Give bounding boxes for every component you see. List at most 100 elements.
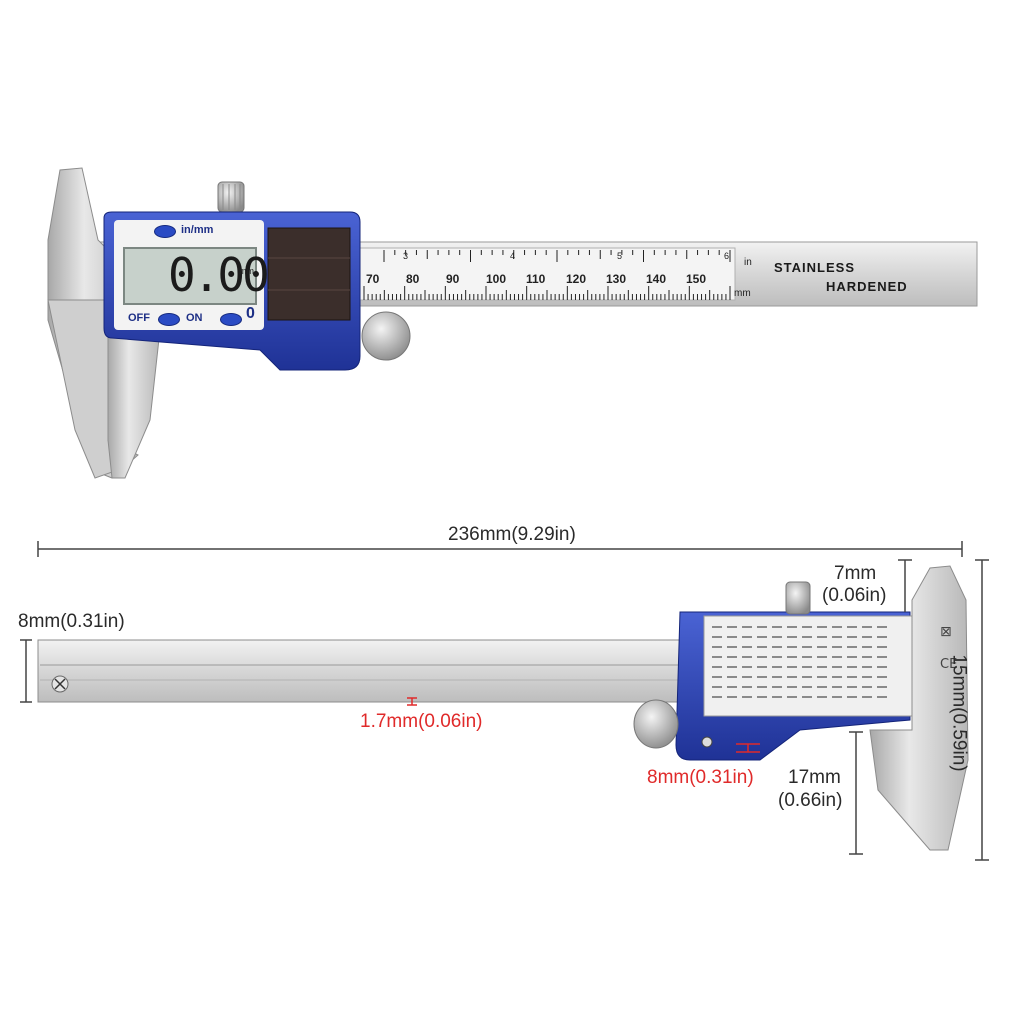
slider-bottom-label: 8mm(0.31in) bbox=[647, 767, 754, 788]
spec-label-text-line bbox=[832, 676, 842, 678]
spec-label-text-line bbox=[772, 666, 782, 668]
spec-label-text-line bbox=[742, 646, 752, 648]
in-mm-button bbox=[154, 225, 176, 238]
spec-label-text-line bbox=[817, 696, 827, 698]
side-beam bbox=[37, 639, 699, 703]
spec-label-text-line bbox=[817, 676, 827, 678]
spec-label-text-line bbox=[847, 676, 857, 678]
spec-label-text-line bbox=[817, 686, 827, 688]
scale-in-unit: in bbox=[744, 257, 752, 268]
spec-label-text-line bbox=[712, 626, 722, 628]
spec-label-text-line bbox=[787, 636, 797, 638]
spec-label-text-line bbox=[772, 686, 782, 688]
spec-label-text-line bbox=[817, 626, 827, 628]
spec-label-text-line bbox=[757, 636, 767, 638]
spec-label-text-line bbox=[802, 626, 812, 628]
stamp-hardened: HARDENED bbox=[826, 279, 908, 294]
spec-label-text-line bbox=[847, 626, 857, 628]
spec-label-text-line bbox=[832, 636, 842, 638]
spec-label-text-line bbox=[712, 696, 722, 698]
spec-label-text-line bbox=[772, 696, 782, 698]
spec-label-text-line bbox=[772, 656, 782, 658]
scale-in-label: 4 bbox=[510, 251, 516, 261]
spec-label-text-line bbox=[772, 626, 782, 628]
top-thumb-wheel bbox=[361, 311, 411, 361]
spec-label-text-line bbox=[742, 636, 752, 638]
scale-in-label: 3 bbox=[403, 251, 409, 261]
total-height-label: 15mm(0.59in) bbox=[948, 654, 970, 772]
spec-label-text-line bbox=[742, 686, 752, 688]
spec-label-text-line bbox=[727, 696, 737, 698]
spec-label-text-line bbox=[847, 646, 857, 648]
spec-label-text-line bbox=[772, 646, 782, 648]
depth-rod-label: 1.7mm(0.06in) bbox=[360, 711, 483, 732]
spec-label-text-line bbox=[862, 646, 872, 648]
spec-label-text-line bbox=[802, 646, 812, 648]
spec-label-text-line bbox=[727, 666, 737, 668]
spec-label-text-line bbox=[862, 656, 872, 658]
spec-label-text-line bbox=[757, 686, 767, 688]
spec-label-text-line bbox=[877, 636, 887, 638]
spec-label-text-line bbox=[727, 626, 737, 628]
spec-label-text-line bbox=[787, 696, 797, 698]
spec-label-text-line bbox=[787, 646, 797, 648]
scale-mm-label: 80 bbox=[406, 272, 420, 286]
lcd-screen bbox=[123, 247, 257, 305]
spec-label-text-line bbox=[757, 646, 767, 648]
spec-label-text-line bbox=[862, 666, 872, 668]
spec-label-text-line bbox=[757, 626, 767, 628]
spec-label-text-line bbox=[787, 626, 797, 628]
spec-label-text-line bbox=[862, 626, 872, 628]
spec-label-text-line bbox=[832, 626, 842, 628]
spec-label-text-line bbox=[877, 626, 887, 628]
spec-label-text-line bbox=[727, 676, 737, 678]
spec-label-text-line bbox=[877, 676, 887, 678]
spec-label-text-line bbox=[787, 666, 797, 668]
spec-label-text-line bbox=[757, 656, 767, 658]
scale-in-label: 6 bbox=[724, 251, 730, 261]
spec-label-text-line bbox=[742, 696, 752, 698]
spec-label-text-line bbox=[727, 686, 737, 688]
spec-label-text-line bbox=[847, 686, 857, 688]
spec-label-text-line bbox=[742, 666, 752, 668]
spec-label-text-line bbox=[817, 646, 827, 648]
spec-label-text-line bbox=[877, 686, 887, 688]
spec-label-text-line bbox=[757, 666, 767, 668]
spec-label-text-line bbox=[877, 646, 887, 648]
spec-label-text-line bbox=[712, 666, 722, 668]
spec-label-text-line bbox=[727, 646, 737, 648]
spec-label-text-line bbox=[802, 686, 812, 688]
spec-label-text-line bbox=[772, 636, 782, 638]
spec-label-text-line bbox=[787, 656, 797, 658]
spec-label-text-line bbox=[757, 696, 767, 698]
spec-label-text-line bbox=[847, 666, 857, 668]
ce-mark-icon: CE bbox=[940, 657, 957, 672]
spec-label-text-line bbox=[877, 696, 887, 698]
solar-panel bbox=[267, 227, 351, 321]
total-length-label: 236mm(9.29in) bbox=[448, 524, 576, 545]
spec-label-text-line bbox=[712, 636, 722, 638]
spec-label-text-line bbox=[877, 656, 887, 658]
lcd-reading: 0.00 bbox=[168, 248, 270, 302]
in-mm-label: in/mm bbox=[181, 224, 214, 236]
scale-mm-label: 130 bbox=[606, 272, 627, 286]
lcd-unit: mm bbox=[239, 266, 254, 276]
scale-mm-label: 110 bbox=[526, 272, 546, 286]
spec-label-text-line bbox=[772, 676, 782, 678]
off-on-button bbox=[158, 313, 180, 326]
spec-label-text-line bbox=[817, 636, 827, 638]
spec-label-text-line bbox=[847, 696, 857, 698]
spec-label-text-line bbox=[757, 676, 767, 678]
spec-label-text-line bbox=[712, 646, 722, 648]
spec-label-lines bbox=[712, 626, 887, 698]
scale-mm-unit: mm bbox=[734, 288, 751, 299]
zero-button bbox=[220, 313, 242, 326]
side-thumb-wheel bbox=[633, 699, 679, 749]
spec-label-text-line bbox=[817, 666, 827, 668]
spec-label-text-line bbox=[847, 636, 857, 638]
spec-label-text-line bbox=[802, 696, 812, 698]
spec-label-text-line bbox=[787, 676, 797, 678]
beam-height-label: 8mm(0.31in) bbox=[18, 611, 125, 632]
spec-label-text-line bbox=[832, 646, 842, 648]
